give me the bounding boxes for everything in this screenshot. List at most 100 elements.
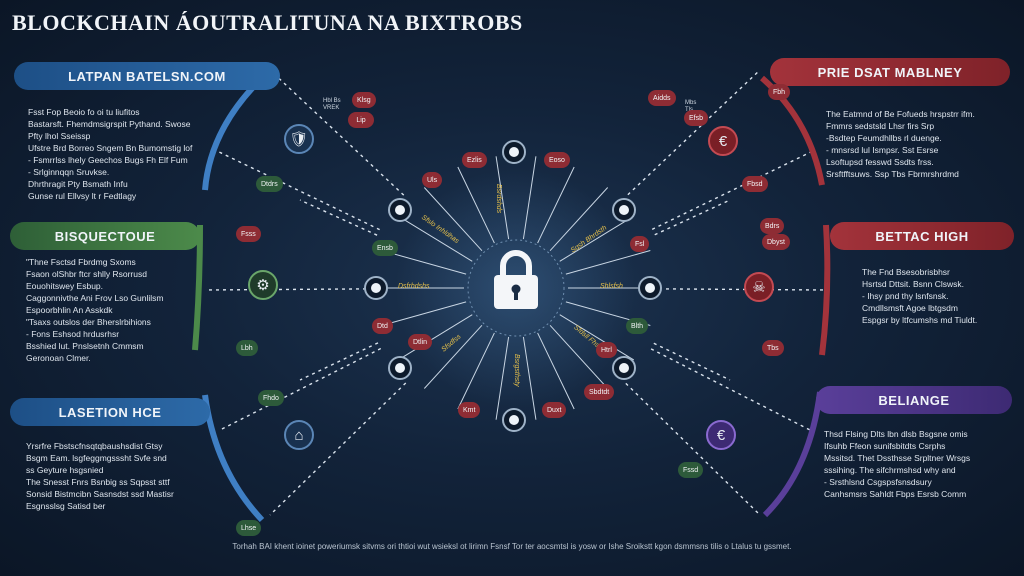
dashed-connector — [204, 288, 367, 291]
text-line: Cmdllsmsft Agoe lbtgsdm — [862, 303, 958, 313]
panel-body-left-bot: Yrsrfre Fbstscfnsqtqbaushsdist Gtsy Bsgm… — [26, 440, 201, 512]
text-line: Yrsrfre Fbstscfnsqtqbaushsdist Gtsy — [26, 441, 163, 451]
panel-header-right-mid: BETTAC HIGH — [830, 222, 1014, 250]
spoke-line — [457, 332, 495, 410]
spoke-line — [495, 156, 510, 240]
panel-body-left-mid: "Thne Fsctsd Fbrdmg Sxoms Fsaon olShbr f… — [26, 256, 196, 364]
tag: Uls — [422, 172, 443, 188]
arc-right-bot — [762, 391, 823, 518]
spoke-label: Bsrdshds — [495, 184, 502, 214]
dashed-connector — [299, 342, 379, 381]
currency-icon: € — [706, 420, 736, 450]
tag: Fsss — [236, 226, 261, 242]
panel-header-left-bot: LASETION HCE — [10, 398, 210, 426]
text-line: The Fnd Bsesobrisbhsr — [862, 267, 950, 277]
text-line: The Eatmnd of Be Fofueds hrspstrr ifm. — [826, 109, 975, 119]
spoke-line — [397, 314, 473, 361]
tag: Ensb — [372, 240, 398, 256]
tag: Hbl Bs VREK — [323, 98, 341, 111]
tag: Fhdo — [258, 390, 284, 406]
home-icon: ⌂ — [284, 420, 314, 450]
panel-header-right-top: PRIE DSAT MABLNEY — [770, 58, 1010, 86]
text-line: Bastarsft. Fhemdmsigrspit Pythand. Swose — [28, 119, 191, 129]
dashed-connector — [654, 199, 731, 236]
text-line: Lsoftupsd fesswd Ssdts frss. — [826, 157, 934, 167]
text-line: Fsst Fop Beoio fo oi tu liufitos — [28, 107, 140, 117]
spoke-line — [559, 215, 635, 262]
footer-caption: Torhah BAI khent ioinet poweriumsk sitvm… — [232, 542, 792, 551]
node[interactable] — [502, 408, 526, 432]
text-line: Bsshied lut. Pnslsetnh Cmmsm — [26, 341, 144, 351]
node[interactable] — [612, 356, 636, 380]
page-title: BLOCKCHAIN ÁOUTRALITUNA NA BIXTROBS — [12, 10, 523, 35]
tag: Duxt — [542, 402, 567, 418]
text-line: Gunse rul Ellvsy lt r Fedtlagy — [28, 191, 137, 201]
dashed-connector — [653, 342, 731, 381]
text-line: Esgnsslsg Satisd ber — [26, 501, 106, 511]
node[interactable] — [638, 276, 662, 300]
tag: Dtd — [372, 318, 393, 334]
tag: Fbsd — [742, 176, 768, 192]
tag: Htrl — [596, 342, 617, 358]
panel-body-right-top: The Eatmnd of Be Fofueds hrspstrr ifm. F… — [826, 108, 1006, 180]
spoke-line — [537, 166, 575, 244]
text-line: Caggonnivthe Ani Frov Lso Gunlilsm — [26, 293, 164, 303]
dashed-connector — [650, 348, 811, 431]
dashed-connector — [219, 347, 382, 431]
spoke-line — [559, 314, 635, 361]
tag: Sbdtdt — [584, 384, 615, 400]
spoke-line — [397, 215, 473, 262]
text-line: Mssitsd. Thet Dssthsse Srpltner Wrsgs — [824, 453, 971, 463]
node[interactable] — [388, 198, 412, 222]
panel-header-right-bot: BELIANGE — [816, 386, 1012, 414]
text-line: Fsaon olShbr ftcr shlly Rsorrusd — [26, 269, 147, 279]
tag: Bdrs — [760, 218, 785, 234]
dashed-connector — [627, 69, 761, 196]
text-line: Srsftfftsuws. Ssp Tbs Fbrmrshrdmd — [826, 169, 959, 179]
node[interactable] — [388, 356, 412, 380]
shield-icon: 🛡 — [284, 124, 314, 154]
text-line: sssihing. The sifchrmshsd why and — [824, 465, 956, 475]
dashed-connector — [269, 382, 407, 516]
panel-header-left-mid: BISQUECTOUE — [10, 222, 200, 250]
panel-header-left-top: LATPAN BATELSN.COM — [14, 62, 280, 90]
node[interactable] — [612, 198, 636, 222]
text-line: "Thne Fsctsd Fbrdmg Sxoms — [26, 257, 136, 267]
spoke-line — [522, 156, 537, 240]
node[interactable] — [502, 140, 526, 164]
euro-icon: € — [708, 126, 738, 156]
tag: Dbyst — [762, 234, 790, 250]
spoke-line — [565, 250, 651, 275]
node[interactable] — [364, 276, 388, 300]
text-line: - Srlginnqqn Sruvkse. — [28, 167, 110, 177]
text-line: -Bsdtep Feumdhllbs rl duenge. — [826, 133, 942, 143]
text-line: - Fsmrrlss lhely Geechos Bugs Fh Elf Fum — [28, 155, 188, 165]
text-line: Thsd Flsing Dlts lbn dlsb Bsgsne omis — [824, 429, 968, 439]
settings-icon: ⚙ — [248, 270, 278, 300]
text-line: Ifsuhb Ffeon sunifsbitdts Csrphs — [824, 441, 946, 451]
arc-left-mid — [192, 224, 203, 351]
tag: Dtdrs — [256, 176, 283, 192]
text-line: Espoorbhlin An Asskdk — [26, 305, 113, 315]
text-line: Dhrthragit Pty Bsmath Infu — [28, 179, 128, 189]
text-line: - Srsthlsnd Csgspsfsnsdsury — [824, 477, 932, 487]
text-line: Fmmrs sedstsld Lhsr firs Srp — [826, 121, 935, 131]
panel-body-right-bot: Thsd Flsing Dlts lbn dlsb Bsgsne omis If… — [824, 428, 1009, 500]
spoke-line — [381, 301, 467, 326]
spoke-line — [549, 187, 609, 252]
text-line: Sonsid Bistmcibn Sasnsdst ssd Mastisr — [26, 489, 174, 499]
robot-icon: ☠ — [744, 272, 774, 302]
tag: Fsl — [630, 236, 650, 252]
tag: Fssd — [678, 462, 704, 478]
spoke-line — [457, 166, 495, 244]
tag: Aidds — [648, 90, 676, 106]
text-line: The Snesst Fnrs Bsnbig ss Sqpsst sttf — [26, 477, 170, 487]
text-line: ss Geyture hsgsnied — [26, 465, 104, 475]
tag: Fbh — [768, 84, 791, 100]
text-line: Hsrtsd Dttsit. Bsnn Clswsk. — [862, 279, 965, 289]
tag: Eoso — [544, 152, 570, 168]
spoke-line — [423, 187, 483, 252]
text-line: "Tsaxs outslos der Bherslrbihions — [26, 317, 151, 327]
text-line: - Ihsy pnd thy lsnfsnsk. — [862, 291, 949, 301]
tag: Lbh — [236, 340, 258, 356]
